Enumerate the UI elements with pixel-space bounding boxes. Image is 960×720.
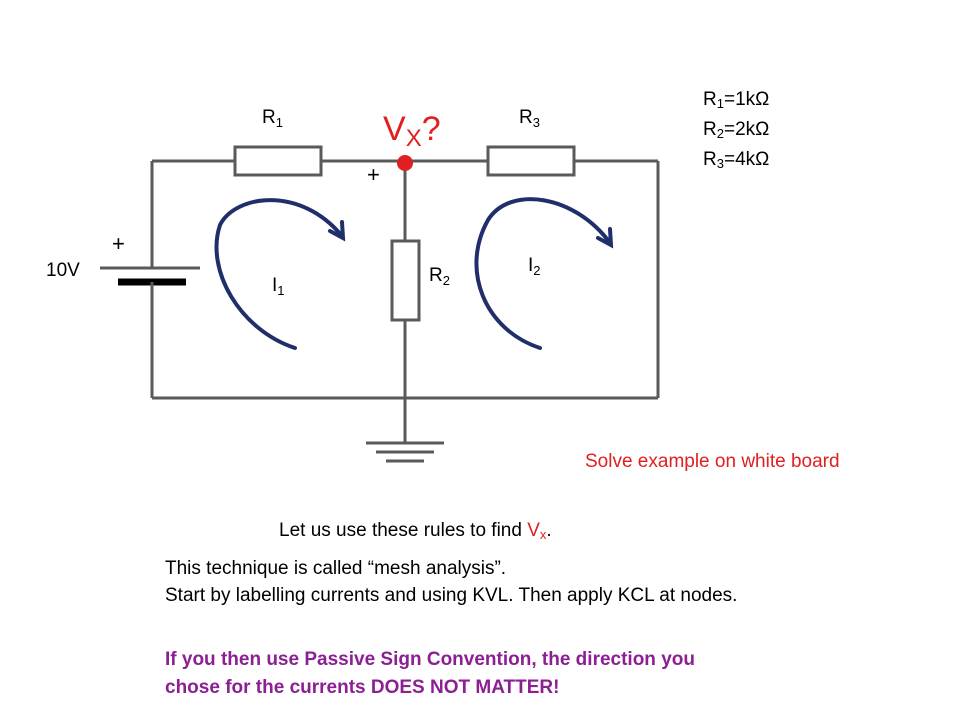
battery-symbol: [118, 255, 186, 290]
r2-value: R2=2kΩ: [703, 118, 769, 146]
psc-line-2: chose for the currents DOES NOT MATTER!: [165, 677, 560, 698]
mesh-analysis-line: This technique is called “mesh analysis”…: [165, 558, 507, 579]
whiteboard-note: Solve example on white board: [585, 451, 840, 472]
ground-symbol: [366, 441, 444, 463]
node-plus-sign: +: [367, 162, 380, 187]
mesh-arrow-i1: [214, 198, 346, 350]
r2-value-number: =2kΩ: [723, 119, 770, 140]
rules-line: Let us use these rules to find Vx.: [279, 519, 552, 547]
source-voltage-label: 10V: [46, 260, 80, 281]
r2-value-name: R: [703, 119, 717, 140]
r1-value-sub: 1: [716, 96, 724, 111]
rules-line-prefix: Let us use these rules to find: [279, 520, 528, 541]
kvl-kcl-line: Start by labelling currents and using KV…: [165, 585, 738, 606]
resistor-r2: [390, 239, 421, 322]
r3-value-sub: 3: [716, 156, 724, 171]
vx-node-dot: [397, 155, 413, 171]
mesh-arrow-i2: [474, 197, 614, 350]
vx-label: VX?: [383, 110, 441, 152]
r3-value-name: R: [703, 149, 717, 170]
resistor-r3: [486, 145, 576, 177]
i2-label: I2: [528, 255, 541, 278]
r1-value-number: =1kΩ: [723, 89, 770, 110]
r2-value-sub: 2: [716, 126, 724, 141]
rules-line-suffix: .: [546, 520, 552, 541]
rules-line-sub: x: [539, 527, 547, 542]
resistor-r1: [233, 145, 323, 177]
battery-plus-sign: +: [112, 231, 125, 256]
r1-value-name: R: [703, 89, 717, 110]
r1-value: R1=1kΩ: [703, 88, 769, 116]
psc-line-1: If you then use Passive Sign Convention,…: [165, 649, 695, 670]
r1-label: R1: [262, 107, 283, 130]
r3-value: R3=4kΩ: [703, 148, 769, 176]
r3-value-number: =4kΩ: [723, 149, 770, 170]
r2-label: R2: [429, 265, 450, 288]
r3-label: R3: [519, 107, 540, 130]
circuit-wires: [100, 159, 660, 443]
i1-label: I1: [272, 275, 285, 298]
rules-line-v: V: [527, 520, 540, 541]
